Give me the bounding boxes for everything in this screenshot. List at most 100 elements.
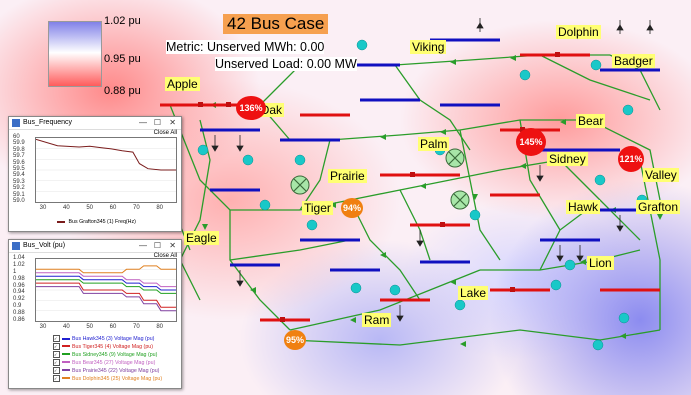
- legend-swatch: [62, 353, 70, 356]
- window-title: Bus_Volt (pu): [23, 242, 66, 249]
- legend-checkbox[interactable]: ✓: [53, 358, 60, 366]
- line-loading-badge[interactable]: 94%: [341, 198, 363, 218]
- x-tick-label: 60: [109, 205, 117, 211]
- x-tick-label: 50: [86, 205, 94, 211]
- x-tick-label: 50: [86, 324, 94, 330]
- close-icon[interactable]: ✕: [169, 241, 176, 250]
- line-loading-badge[interactable]: 136%: [236, 96, 266, 120]
- y-tick-label: 0.96: [13, 282, 25, 289]
- area-label: Viking: [410, 40, 447, 54]
- line-loading-badge[interactable]: 145%: [516, 128, 546, 156]
- area-label: Lion: [587, 256, 614, 270]
- y-tick-label: 59.0: [13, 198, 25, 204]
- x-tick-label: 80: [156, 324, 164, 330]
- x-tick-label: 30: [39, 205, 47, 211]
- legend-checkbox[interactable]: ✓: [53, 366, 60, 374]
- close-all-button[interactable]: Close All: [153, 130, 177, 136]
- area-label: Prairie: [328, 169, 367, 183]
- line-loading-badge[interactable]: 95%: [284, 330, 306, 350]
- contour-color-bar: [48, 21, 102, 87]
- x-tick-label: 80: [156, 205, 164, 211]
- line-loading-badge[interactable]: 121%: [618, 146, 644, 172]
- legend-label: Bus Tiger345 (4) Voltage Mag (pu): [72, 343, 153, 350]
- minimize-icon[interactable]: —: [139, 118, 147, 127]
- frequency-legend-item[interactable]: Bus Grafton345 (1) Freq(Hz): [57, 219, 136, 226]
- y-tick-label: 60: [13, 134, 20, 140]
- window-titlebar[interactable]: Bus_Volt (pu) — ☐ ✕: [9, 240, 181, 253]
- area-label: Hawk: [566, 200, 601, 214]
- series-line: [36, 286, 176, 312]
- y-tick-label: 1.02: [13, 261, 25, 268]
- voltage-legend-item[interactable]: ✓Bus Dolphin345 (25) Voltage Mag (pu): [53, 374, 162, 383]
- y-tick-label: 0.92: [13, 296, 25, 303]
- y-tick-label: 59.5: [13, 166, 25, 172]
- y-tick-label: 0.9: [13, 303, 22, 310]
- area-label: Badger: [612, 54, 655, 68]
- x-tick-label: 40: [63, 324, 70, 330]
- y-tick-label: 59.7: [13, 153, 25, 160]
- maximize-icon[interactable]: ☐: [153, 241, 161, 250]
- series-line: [36, 282, 176, 308]
- legend-label: Bus Prairie345 (22) Voltage Mag (pu): [72, 367, 160, 374]
- voltage-legend-item[interactable]: ✓Bus Sidney345 (9) Voltage Mag (pu): [53, 350, 162, 359]
- window-titlebar[interactable]: Bus_Frequency — ☐ ✕: [9, 117, 181, 130]
- legend-low: 0.88 pu: [104, 85, 141, 97]
- legend-swatch: [62, 337, 70, 340]
- x-tick-label: 70: [133, 324, 140, 330]
- minimize-icon[interactable]: —: [139, 241, 147, 250]
- y-tick-label: 59.6: [13, 159, 25, 166]
- voltage-legend-item[interactable]: ✓ Bus Bear345 (27) Voltage Mag (pu): [53, 358, 162, 367]
- y-tick-label: 0.94: [13, 289, 25, 296]
- y-tick-label: 59.9: [13, 140, 25, 147]
- series-line: [36, 272, 176, 288]
- legend-checkbox[interactable]: ✓: [53, 335, 60, 342]
- legend-swatch: [62, 377, 70, 380]
- area-label: Dolphin: [556, 25, 601, 39]
- legend-checkbox[interactable]: ✓: [53, 374, 60, 382]
- frequency-plot-area: [35, 137, 177, 203]
- legend-swatch: [57, 220, 65, 223]
- area-label: Sidney: [547, 152, 588, 166]
- series-line: [35, 138, 176, 171]
- area-label: Palm: [418, 137, 450, 151]
- voltage-legend-item[interactable]: ✓ Bus Hawk345 (3) Voltage Mag (pu): [53, 335, 162, 343]
- x-tick-label: 30: [39, 324, 47, 330]
- app-icon: [12, 119, 20, 127]
- metric-unserved-mwh: Metric: Unserved MWh: 0.00: [166, 40, 325, 54]
- y-tick-label: 1.04: [13, 255, 25, 261]
- close-icon[interactable]: ✕: [169, 118, 176, 127]
- legend-swatch: [62, 361, 70, 364]
- y-tick-label: 59.1: [13, 191, 25, 198]
- legend-checkbox[interactable]: ✓: [53, 350, 60, 358]
- y-tick-label: 59.3: [13, 178, 25, 185]
- x-tick-label: 70: [133, 205, 140, 211]
- legend-checkbox[interactable]: ✓: [53, 342, 60, 350]
- series-line: [36, 275, 176, 291]
- legend-mid: 0.95 pu: [104, 53, 141, 65]
- y-tick-label: 1: [13, 268, 17, 275]
- y-tick-label: 0.98: [13, 275, 25, 282]
- voltage-legend-item[interactable]: ✓ Bus Prairie345 (22) Voltage Mag (pu): [53, 366, 162, 375]
- area-label: Apple: [165, 77, 200, 91]
- area-label: Bear: [576, 114, 606, 128]
- area-label: Tiger: [302, 201, 333, 215]
- voltage-legend-item[interactable]: ✓ Bus Tiger345 (4) Voltage Mag (pu): [53, 342, 162, 351]
- maximize-icon[interactable]: ☐: [153, 118, 161, 127]
- voltage-chart: [36, 265, 176, 312]
- frequency-chart: [35, 138, 176, 192]
- app-icon: [12, 242, 20, 250]
- case-title: 42 Bus Case: [223, 14, 329, 34]
- legend-label: Bus Hawk345 (3) Voltage Mag (pu): [72, 335, 155, 342]
- close-all-button[interactable]: Close All: [153, 253, 177, 259]
- voltage-plot-area: [35, 258, 177, 322]
- area-label: Grafton: [636, 200, 681, 214]
- series-line: [36, 265, 176, 274]
- legend-label: Bus Bear345 (27) Voltage Mag (pu): [72, 359, 156, 366]
- series-line: [36, 279, 176, 294]
- area-label: Lake: [458, 286, 489, 300]
- y-tick-label: 59.4: [13, 172, 25, 179]
